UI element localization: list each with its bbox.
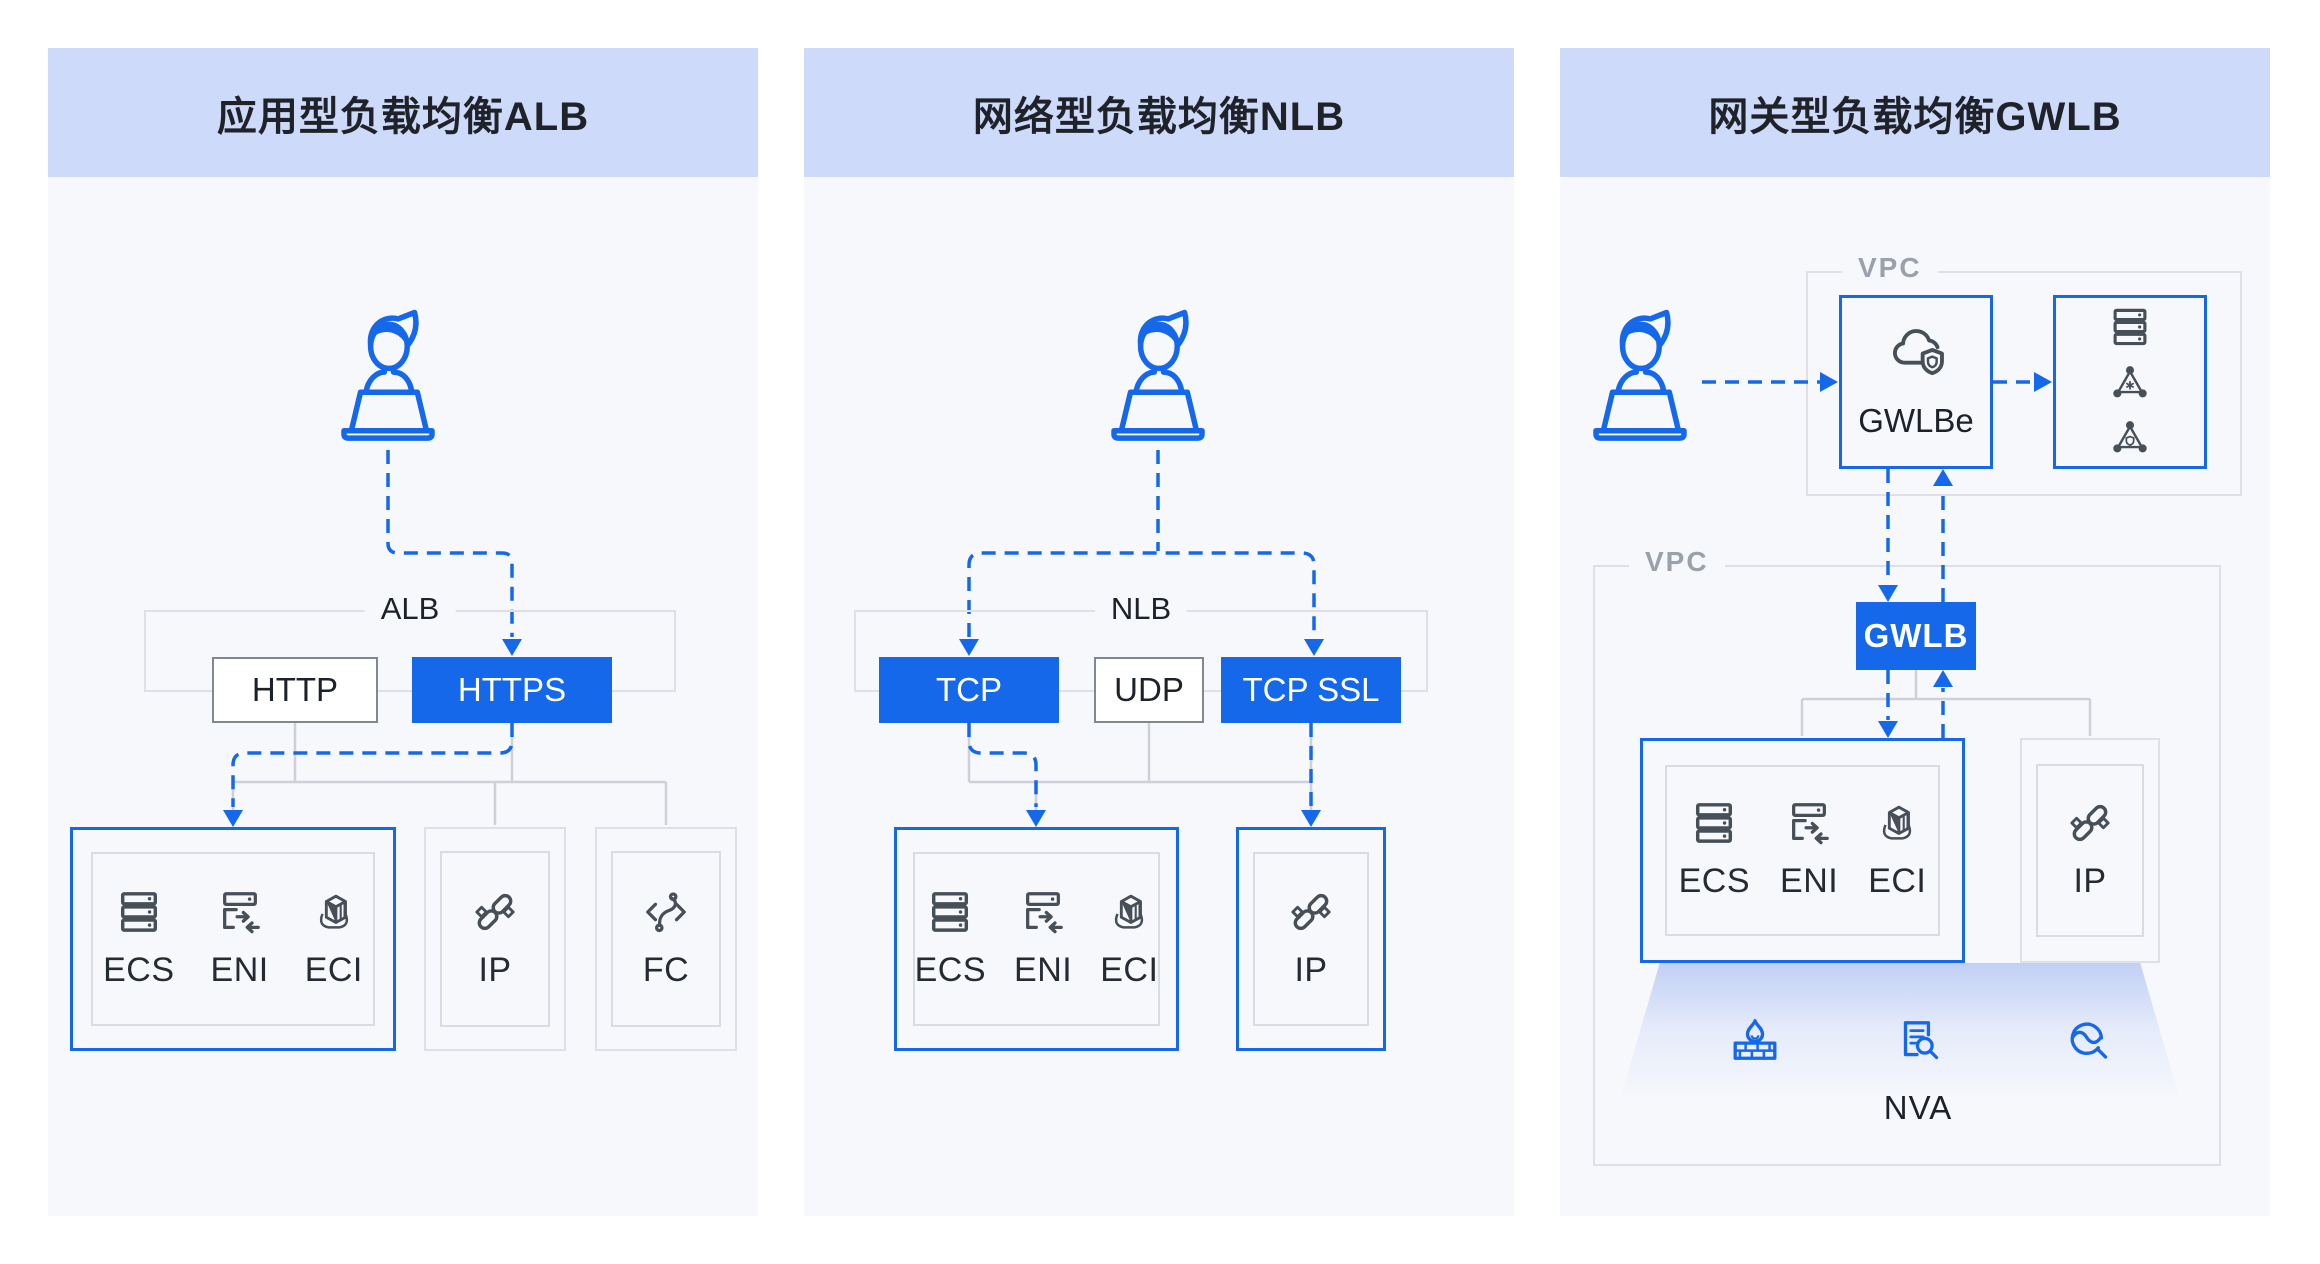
gwlb-compute-inner: ECS ENI ECI bbox=[1665, 765, 1940, 936]
ip-cell: IP bbox=[2067, 800, 2113, 901]
protocol-tcp: TCP bbox=[879, 657, 1059, 723]
nlb-group-label: NLB bbox=[1094, 591, 1188, 627]
alb-fc-box: FC bbox=[595, 827, 737, 1051]
alb-compute-cells: ECS ENI ECI bbox=[103, 889, 363, 990]
gwlb-ip-box: IP bbox=[2020, 738, 2160, 963]
server-stack-icon bbox=[927, 889, 973, 935]
gwlb-chip: GWLB bbox=[1856, 602, 1976, 670]
ip-label: IP bbox=[1294, 950, 1328, 989]
ecs-cell: ECS bbox=[103, 889, 174, 990]
nlb-compute-box: ECS ENI ECI bbox=[894, 827, 1179, 1051]
ip-cell: IP bbox=[472, 889, 518, 990]
panel-gwlb-header: 网关型负载均衡GWLB bbox=[1560, 48, 2270, 177]
appliance-box bbox=[2053, 295, 2207, 469]
ip-label: IP bbox=[478, 950, 512, 989]
nlb-ip-box: IP bbox=[1236, 827, 1386, 1051]
alb-fc-inner: FC bbox=[611, 851, 721, 1027]
network-interface-icon bbox=[217, 889, 263, 935]
gwlbe-label: GWLBe bbox=[1858, 402, 1974, 439]
person-laptop-icon bbox=[333, 300, 443, 446]
nva-label: NVA bbox=[1883, 1089, 1953, 1126]
eci-label: ECI bbox=[1868, 862, 1927, 900]
protocol-udp: UDP bbox=[1094, 657, 1204, 723]
protocol-tcp-ssl: TCP SSL bbox=[1221, 657, 1401, 723]
traffic-analysis-icon bbox=[2062, 1015, 2112, 1065]
person-laptop-icon bbox=[1103, 300, 1213, 446]
network-interface-icon bbox=[1020, 889, 1066, 935]
eni-cell: ENI bbox=[1014, 889, 1072, 990]
protocol-http: HTTP bbox=[212, 657, 378, 723]
gwlb-ip-inner: IP bbox=[2036, 764, 2144, 937]
gwlb-compute-box: ECS ENI ECI bbox=[1640, 738, 1965, 963]
panel-gwlb-body: VPC VPC bbox=[1560, 177, 2270, 1216]
fc-label: FC bbox=[642, 950, 690, 989]
panel-nlb-title: 网络型负载均衡NLB bbox=[972, 94, 1346, 139]
gwlbe-box: GWLBe bbox=[1839, 295, 1993, 469]
nlb-compute-inner: ECS ENI ECI bbox=[913, 852, 1160, 1026]
eni-label: ENI bbox=[210, 950, 269, 989]
person-laptop-icon bbox=[1585, 300, 1695, 446]
eci-cell: ECI bbox=[1868, 800, 1926, 901]
cluster-asterisk-icon bbox=[2109, 361, 2151, 403]
network-interface-icon bbox=[1786, 800, 1832, 846]
server-stack-icon bbox=[2109, 306, 2151, 348]
gwlb-connector-layer bbox=[1702, 372, 2092, 738]
panel-gwlb: 网关型负载均衡GWLB VPC VPC bbox=[1560, 48, 2270, 1216]
container-instance-icon bbox=[311, 889, 357, 935]
container-instance-icon bbox=[1106, 889, 1152, 935]
panel-nlb-body: NLB TCP UDP TCP SSL ECS ENI bbox=[804, 177, 1514, 1216]
vpc1-label: VPC bbox=[1842, 252, 1938, 284]
ip-label: IP bbox=[2073, 862, 2107, 900]
nva-beam bbox=[1620, 963, 2180, 1100]
link-icon bbox=[472, 889, 518, 935]
ecs-label: ECS bbox=[1678, 862, 1751, 900]
cloud-shield-icon bbox=[1887, 324, 1945, 382]
alb-compute-box: ECS ENI ECI bbox=[70, 827, 396, 1051]
eci-cell: ECI bbox=[1100, 889, 1158, 990]
fc-cell: FC bbox=[643, 889, 689, 990]
ecs-label: ECS bbox=[103, 950, 175, 989]
link-icon bbox=[2067, 800, 2113, 846]
gwlb-compute-cells: ECS ENI ECI bbox=[1679, 800, 1927, 901]
link-icon bbox=[1288, 889, 1334, 935]
server-stack-icon bbox=[1691, 800, 1737, 846]
panel-gwlb-title: 网关型负载均衡GWLB bbox=[1708, 94, 2122, 139]
eci-label: ECI bbox=[1100, 950, 1159, 989]
panel-nlb-header: 网络型负载均衡NLB bbox=[804, 48, 1514, 177]
doc-inspect-icon bbox=[1893, 1015, 1943, 1065]
eni-cell: ENI bbox=[1780, 800, 1838, 901]
alb-connector-layer bbox=[223, 450, 668, 827]
cluster-shield-icon bbox=[2109, 416, 2151, 458]
panel-alb-title: 应用型负载均衡ALB bbox=[216, 94, 590, 139]
panel-alb-body: ALB HTTP HTTPS ECS ENI bbox=[48, 177, 758, 1216]
firewall-icon bbox=[1730, 1015, 1780, 1065]
alb-group-label: ALB bbox=[364, 591, 456, 627]
server-stack-icon bbox=[116, 889, 162, 935]
container-instance-icon bbox=[1874, 800, 1920, 846]
nlb-ip-inner: IP bbox=[1253, 852, 1369, 1026]
panel-nlb: 网络型负载均衡NLB bbox=[804, 48, 1514, 1216]
eni-label: ENI bbox=[1780, 862, 1839, 900]
function-compute-icon bbox=[643, 889, 689, 935]
panel-alb-header: 应用型负载均衡ALB bbox=[48, 48, 758, 177]
alb-group-box: ALB bbox=[144, 591, 676, 692]
nlb-connector-layer bbox=[959, 450, 1324, 827]
ecs-label: ECS bbox=[914, 950, 987, 989]
panel-alb: 应用型负载均衡ALB ALB bbox=[48, 48, 758, 1216]
nlb-compute-cells: ECS ENI ECI bbox=[915, 889, 1159, 990]
eci-cell: ECI bbox=[305, 889, 363, 990]
ecs-cell: ECS bbox=[915, 889, 986, 990]
alb-ip-inner: IP bbox=[440, 851, 550, 1027]
alb-ip-box: IP bbox=[424, 827, 566, 1051]
protocol-https: HTTPS bbox=[412, 657, 612, 723]
eni-cell: ENI bbox=[211, 889, 269, 990]
eni-label: ENI bbox=[1014, 950, 1073, 989]
alb-compute-inner: ECS ENI ECI bbox=[91, 852, 375, 1026]
ecs-cell: ECS bbox=[1679, 800, 1750, 901]
vpc2-label: VPC bbox=[1629, 546, 1725, 578]
eci-label: ECI bbox=[304, 950, 363, 989]
vpc2-group-box: VPC bbox=[1593, 546, 2221, 1166]
ip-cell: IP bbox=[1288, 889, 1334, 990]
